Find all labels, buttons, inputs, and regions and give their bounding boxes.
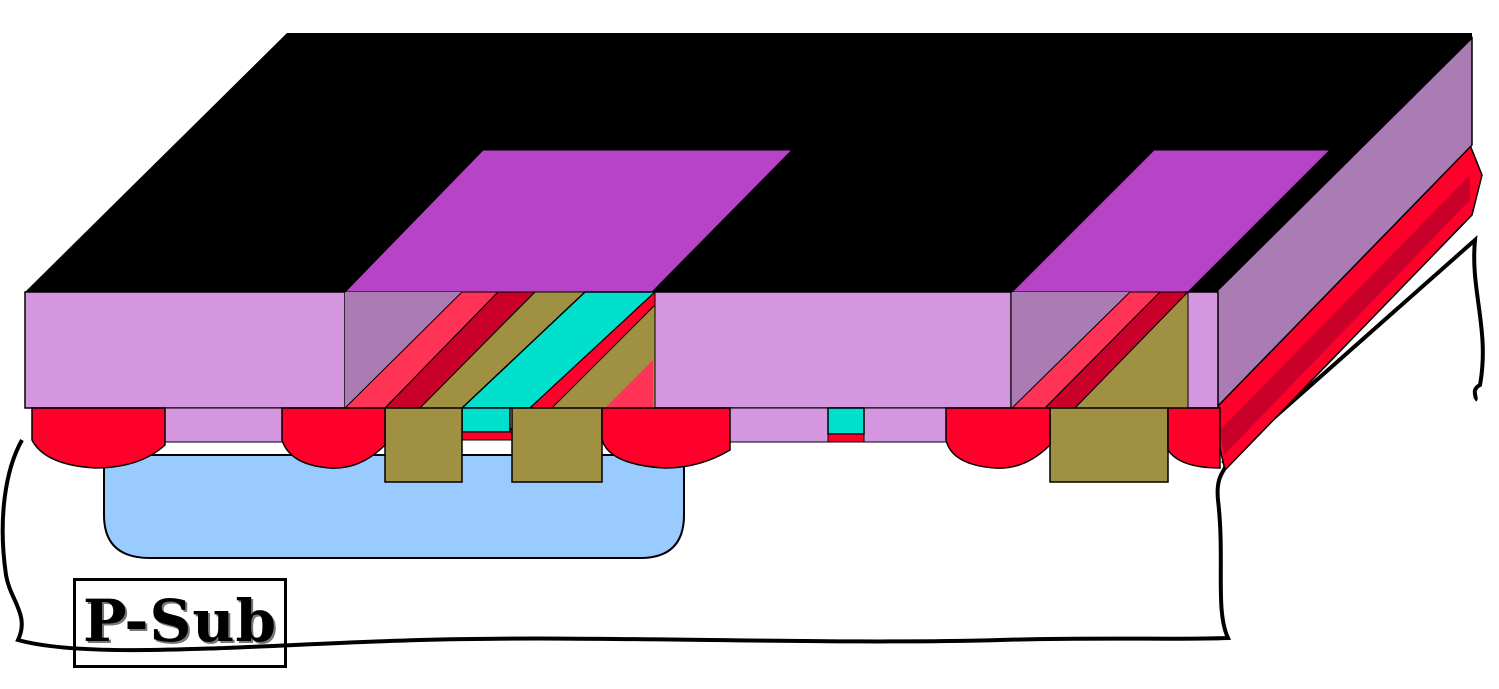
poly-contact-right (1049, 407, 1169, 483)
diffusion-well-5 (1167, 407, 1221, 469)
field-oxide-middle (652, 291, 1012, 409)
surface-strip-a (164, 407, 286, 443)
substrate-label-box: P-Sub (73, 578, 287, 668)
diffusion-well-2 (281, 407, 386, 469)
diffusion-well-1 (31, 407, 166, 469)
substrate-label: P-Sub (82, 587, 278, 655)
oxide-side-middle (605, 360, 653, 408)
gate-base (459, 431, 513, 441)
diffusion-well-4 (945, 407, 1051, 469)
center-contact-base (827, 433, 865, 443)
diffusion-well-3 (601, 407, 731, 469)
poly-contact-left-a (384, 407, 463, 483)
field-oxide-left (24, 291, 346, 409)
center-contact (827, 407, 865, 435)
gate-oxide-front (461, 407, 511, 433)
right-side-diffusion-dark (1220, 175, 1470, 455)
poly-contact-left-b (511, 407, 603, 483)
field-oxide-right (1185, 291, 1219, 409)
